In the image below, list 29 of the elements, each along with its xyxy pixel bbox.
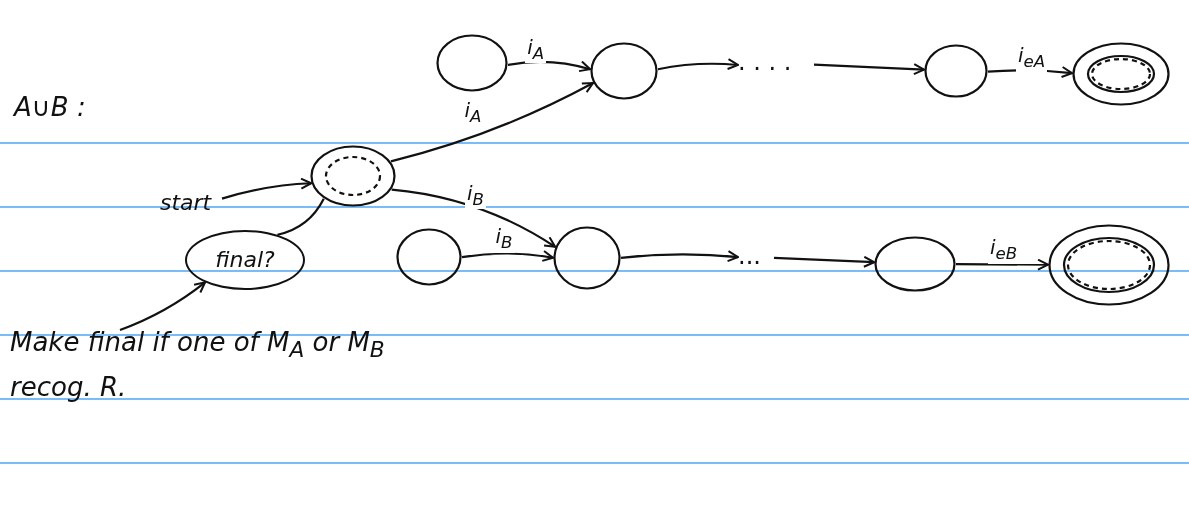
arrow (773, 255, 876, 268)
state-circle (924, 44, 988, 98)
arrow (956, 258, 1049, 271)
state-circle (553, 226, 621, 290)
edge-label: i$_{B}$ (493, 225, 515, 253)
title: A∪B : (14, 92, 86, 124)
note-text: Make final if one of M$_{A}$ or M$_{B}$ recog. R. (10, 322, 430, 492)
connector-line (277, 198, 325, 236)
state-circle (396, 228, 462, 286)
ellipsis-text: . . . . (738, 48, 814, 78)
ellipsis-text: ... (738, 242, 774, 272)
arrow (391, 188, 557, 248)
final-state (1048, 224, 1170, 306)
arrow (390, 82, 595, 163)
arrow (461, 250, 554, 263)
final-state (1072, 42, 1170, 106)
arrow (813, 63, 926, 76)
start-state (310, 145, 396, 207)
edge-label: i$_{eB}$ (988, 236, 1020, 264)
arrow (620, 250, 739, 263)
arrow (119, 281, 207, 332)
state-circle (874, 236, 956, 292)
arrow (221, 177, 313, 200)
edge-label: i$_{eA}$ (1016, 44, 1048, 72)
state-circle (590, 42, 658, 100)
arrow (657, 58, 739, 71)
state-circle (436, 34, 508, 92)
edge-label: i$_{A}$ (525, 36, 547, 64)
text-oval: final? (185, 230, 305, 290)
